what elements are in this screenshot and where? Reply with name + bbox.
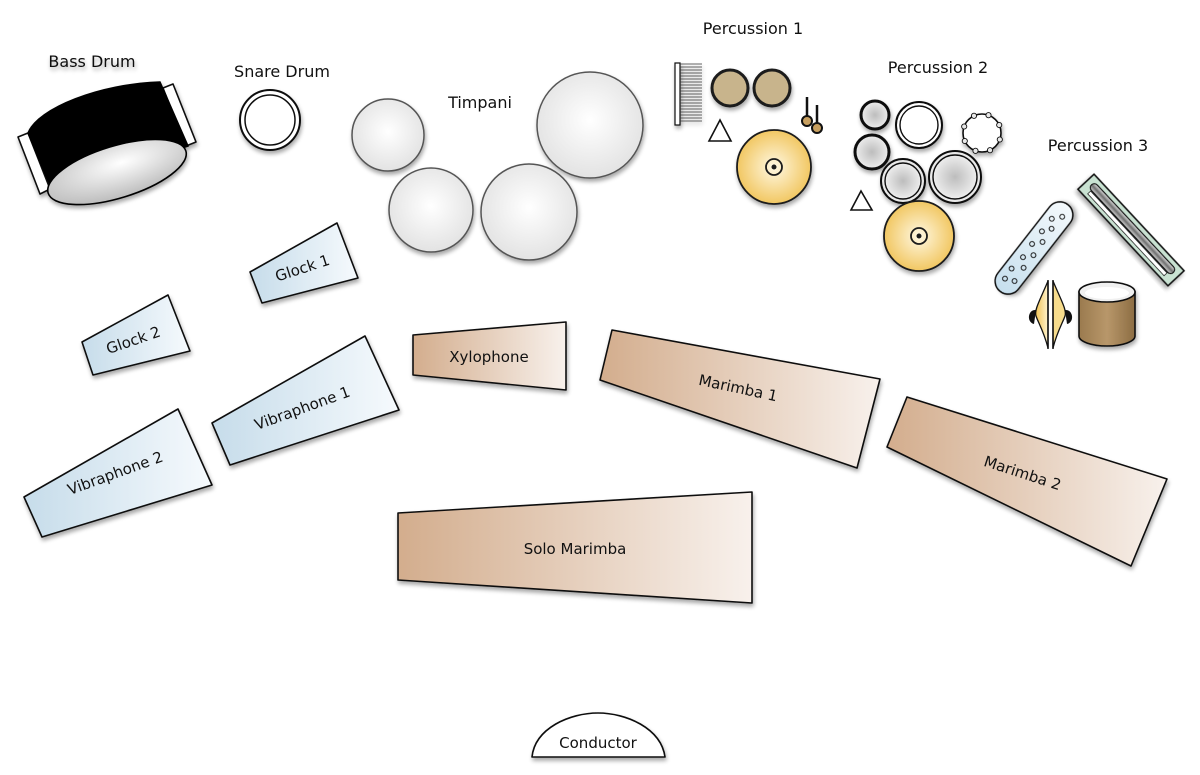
suspended-cymbal-icon (736, 129, 812, 205)
temple-block-hole (1020, 264, 1027, 271)
xylophone-shape (412, 321, 567, 391)
snare-drum-icon (895, 101, 943, 149)
temple-block-hole (1011, 278, 1018, 284)
crash-cymbals-icon (1028, 280, 1073, 349)
solo-marimba-label: Solo Marimba (524, 540, 627, 558)
tom-icon (880, 158, 926, 204)
bass-drum[interactable]: Bass Drum (17, 52, 197, 218)
timpani-drum-4 (536, 71, 644, 179)
temple-block-hole (1059, 213, 1066, 220)
snare-drum[interactable]: Snare Drum (234, 62, 330, 151)
glock-1-shape (249, 222, 359, 304)
tambourine-jingle (961, 123, 968, 130)
tambourine-jingle (996, 121, 1003, 129)
conductor-label: Conductor (559, 734, 637, 752)
temple-block-hole (1029, 241, 1036, 247)
tambourine-icon (961, 112, 1003, 154)
triangle-icon (849, 189, 874, 211)
vibraphone-2-shape (23, 408, 213, 538)
temple-block-hole (1030, 252, 1037, 259)
percussion-3-label: Percussion 3 (1048, 136, 1148, 155)
temple-block-hole (1048, 225, 1055, 232)
small-drum-icon (859, 99, 891, 131)
tambourine-jingle (970, 112, 978, 119)
chimes-icon (674, 62, 702, 126)
solo-marimba-shape (397, 491, 753, 604)
xylophone[interactable]: Xylophone (412, 321, 567, 391)
temple-blocks-icon (994, 201, 1074, 295)
temple-block-hole (1039, 239, 1046, 245)
solo-marimba[interactable]: Solo Marimba (397, 491, 753, 604)
bass-drum-icon (17, 81, 197, 206)
tambourine-jingle (996, 136, 1003, 143)
marimba-1-shape (599, 329, 881, 469)
tom-icon (928, 150, 982, 204)
glock-1[interactable]: Glock 1 (249, 222, 359, 304)
triangle-icon (707, 118, 733, 142)
tambourine-jingle (972, 147, 979, 154)
xylophone-label: Xylophone (449, 348, 528, 366)
percussion-3[interactable]: Percussion 3 (990, 136, 1186, 349)
vibraphone-2[interactable]: Vibraphone 2 (23, 408, 213, 538)
tambourine-jingle (986, 147, 994, 154)
small-drum-icon (853, 133, 891, 171)
temple-block-hole (1020, 254, 1026, 261)
percussion-1[interactable]: Percussion 1 (674, 19, 823, 205)
glock-2-shape (81, 294, 191, 376)
tambourine-jingle (961, 137, 968, 145)
snare-drum-icon (239, 89, 301, 151)
percussion-2[interactable]: Percussion 2 (849, 58, 1003, 272)
conductor[interactable]: Conductor (531, 712, 666, 758)
marimba-1[interactable]: Marimba 1 (599, 329, 881, 469)
timpani-drum-1 (351, 98, 425, 172)
percussion-1-label: Percussion 1 (703, 19, 803, 38)
vibraphone-1-shape (211, 335, 400, 466)
percussion-2-label: Percussion 2 (888, 58, 988, 77)
temple-block-hole (1048, 215, 1055, 222)
marimba-2-shape (886, 396, 1168, 567)
bongos-icon (710, 68, 792, 108)
bass-drum-label: Bass Drum (48, 52, 135, 71)
slapstick-icon (1076, 173, 1186, 287)
timpani-drum-2 (388, 167, 474, 253)
timpani-drum-3 (480, 163, 578, 261)
conductor-podium (531, 712, 666, 758)
vibraphone-1[interactable]: Vibraphone 1 (211, 335, 400, 466)
temple-block-hole (1038, 228, 1045, 235)
glock-2[interactable]: Glock 2 (81, 294, 191, 376)
mallets-icon (801, 97, 823, 134)
suspended-cymbal-icon (883, 200, 955, 272)
snare-drum-label: Snare Drum (234, 62, 330, 81)
marimba-2[interactable]: Marimba 2 (886, 396, 1168, 567)
bucket-drum-icon (1078, 281, 1136, 347)
timpani[interactable]: Timpani (351, 71, 644, 261)
tambourine-jingle (985, 112, 992, 119)
temple-block-hole (1008, 265, 1015, 272)
timpani-label: Timpani (447, 93, 512, 112)
temple-block-hole (1002, 275, 1008, 282)
